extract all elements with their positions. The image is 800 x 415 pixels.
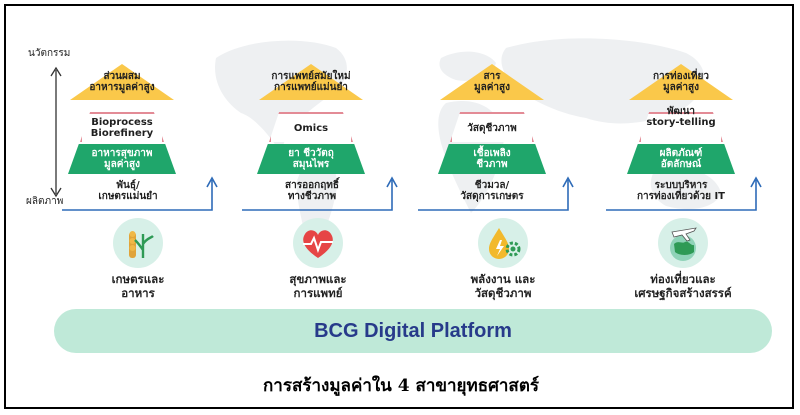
- pyramid-green-band: [438, 144, 546, 174]
- pyramid-triangle: [259, 64, 363, 100]
- axis-arrow: [50, 66, 62, 198]
- energy-drop-gear-icon: [478, 218, 528, 268]
- pyramid-triangle: [70, 64, 174, 100]
- sector-label: พลังงาน และ วัสดุชีวภาพ: [470, 272, 536, 300]
- sector-label: ท่องเที่ยวและ เศรษฐกิจสร้างสรรค์: [634, 272, 732, 300]
- pyramid-green-band: [257, 144, 365, 174]
- pyramid-middle-band: [639, 112, 723, 142]
- pyramid-top-label: การแพทย์สมัยใหม่ การแพทย์แม่นยำ: [271, 71, 351, 93]
- pyramid-green-label: เชื้อเพลิง ชีวภาพ: [473, 148, 511, 170]
- heart-pulse-icon: [293, 218, 343, 268]
- pyramid-triangle: [629, 64, 733, 100]
- bracket-arrow: [606, 176, 762, 211]
- airplane-globe-icon: [658, 218, 708, 268]
- bracket-arrow: [242, 176, 398, 211]
- pyramid-middle-band: [80, 112, 164, 142]
- pyramid-green-label: ผลิตภัณฑ์ อัตลักษณ์: [659, 148, 703, 170]
- bracket-arrow: [418, 176, 574, 211]
- figure-caption: การสร้างมูลค่าใน 4 สาขายุทธศาสตร์: [263, 376, 539, 396]
- pyramid-top-label: ส่วนผสม อาหารมูลค่าสูง: [89, 71, 155, 93]
- pyramid-green-band: [627, 144, 735, 174]
- diagram-frame: นวัตกรรม ผลิตภาพ ส่วนผสม อาหารมูลค่าสูง …: [4, 4, 794, 409]
- pyramid-middle-label: Omics: [293, 123, 329, 134]
- pyramid-base-label: ระบบบริหาร การท่องเที่ยวด้วย IT: [637, 180, 725, 202]
- pyramid-middle-label: พัฒนา story-telling: [646, 106, 716, 128]
- pyramid-green-label: ยา ชีววัตถุ สมุนไพร: [288, 148, 334, 170]
- bcg-digital-platform-bar: BCG Digital Platform: [54, 309, 772, 353]
- pyramid-base-label: พันธุ์/ เกษตรแม่นยำ: [98, 180, 158, 202]
- plant-icon: [113, 218, 163, 268]
- axis-bottom-label: ผลิตภาพ: [26, 196, 64, 207]
- pyramid-middle-label: วัสดุชีวภาพ: [467, 123, 517, 134]
- pyramid-green-label: อาหารสุขภาพ มูลค่าสูง: [91, 148, 153, 170]
- bracket-arrow: [62, 176, 218, 211]
- axis-top-label: นวัตกรรม: [28, 48, 71, 59]
- sector-label: สุขภาพและ การแพทย์: [289, 272, 347, 300]
- pyramid-green-band: [68, 144, 176, 174]
- pyramid-triangle: [440, 64, 544, 100]
- pyramid-base-label: ชีวมวล/ วัสดุการเกษตร: [460, 180, 524, 202]
- pyramid-base-label: สารออกฤทธิ์ ทางชีวภาพ: [285, 180, 339, 202]
- sector-label: เกษตรและ อาหาร: [111, 272, 165, 300]
- pyramid-top-label: การท่องเที่ยว มูลค่าสูง: [652, 71, 709, 93]
- pyramid-middle-label: Bioprocess Biorefinery: [90, 117, 154, 139]
- pyramid-top-label: สาร มูลค่าสูง: [473, 71, 510, 93]
